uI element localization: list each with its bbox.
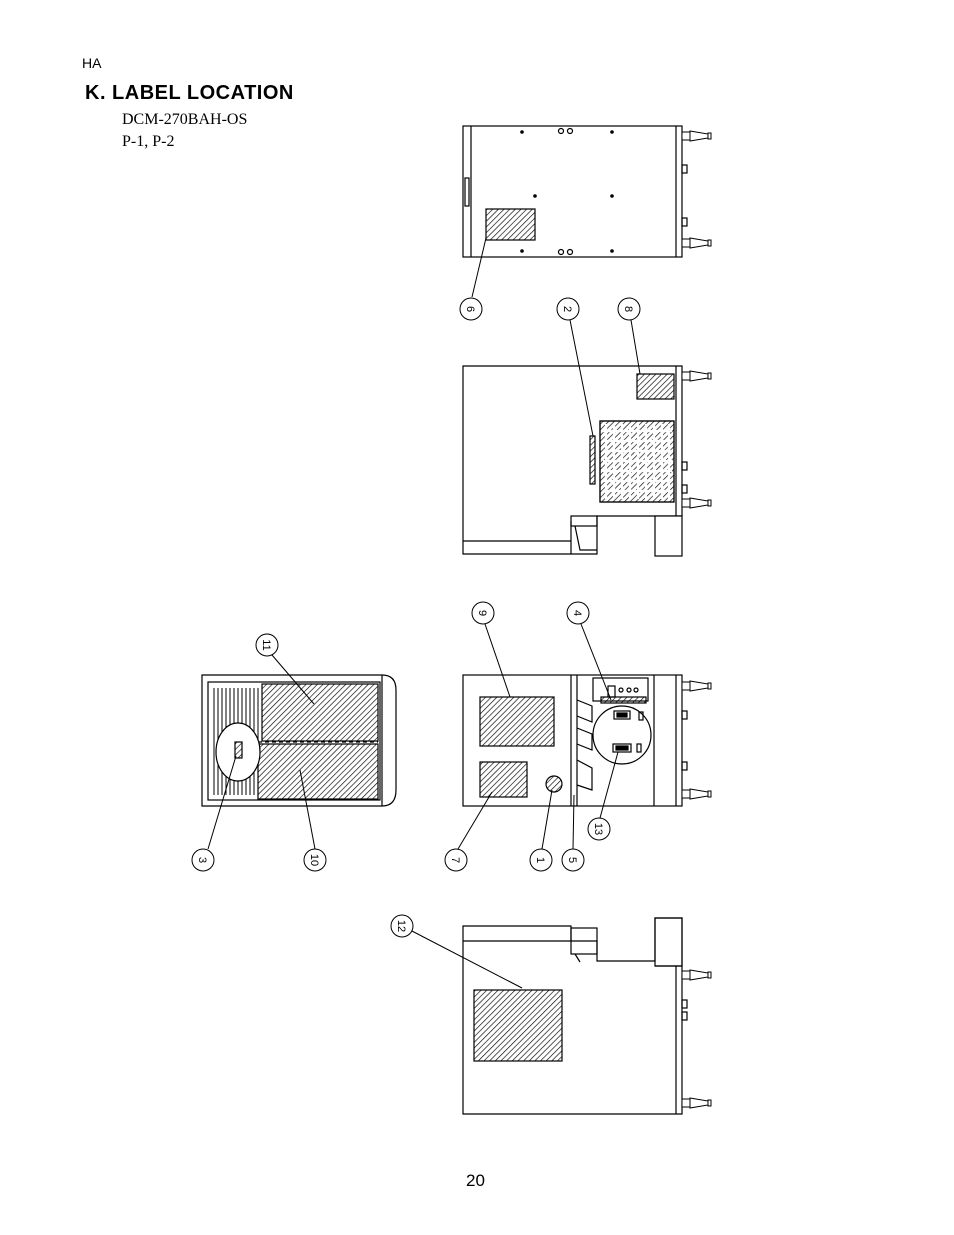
svg-text:1: 1	[534, 857, 546, 863]
callout-10: 10	[303, 848, 327, 872]
callout-1: 1	[529, 848, 553, 872]
callout-3: 3	[191, 848, 215, 872]
svg-text:3: 3	[196, 857, 208, 863]
callout-9: 9	[471, 601, 495, 625]
page-number: 20	[466, 1171, 485, 1190]
rear-view	[201, 674, 397, 807]
svg-text:6: 6	[464, 306, 476, 312]
svg-text:2: 2	[561, 306, 573, 312]
callout-7: 7	[444, 848, 468, 872]
callout-4: 4	[566, 601, 590, 625]
svg-text:8: 8	[622, 306, 634, 312]
callout-11: 11	[255, 633, 279, 657]
leader-lines	[207, 237, 641, 989]
model-variants: P-1, P-2	[122, 133, 175, 150]
callout-12: 12	[390, 914, 414, 938]
front-view	[462, 365, 712, 557]
svg-text:11: 11	[260, 639, 272, 650]
model-name: DCM-270BAH-OS	[122, 111, 248, 128]
callout-5: 5	[561, 848, 585, 872]
svg-text:5: 5	[566, 857, 578, 863]
svg-text:9: 9	[476, 610, 488, 616]
callout-2: 2	[556, 297, 580, 321]
side-view-controls	[462, 674, 712, 807]
svg-text:13: 13	[592, 823, 604, 835]
svg-text:4: 4	[571, 610, 583, 616]
side-view-left	[462, 917, 712, 1115]
svg-text:7: 7	[449, 857, 461, 863]
callout-8: 8	[617, 297, 641, 321]
callouts: 6 2 8 11 9 4 3 10 7 1 5 13 12	[191, 297, 641, 938]
svg-text:12: 12	[395, 920, 407, 932]
top-view	[462, 125, 712, 258]
callout-13: 13	[587, 817, 611, 841]
section-title: K. LABEL LOCATION	[85, 82, 294, 104]
callout-6: 6	[459, 297, 483, 321]
header-code: HA	[82, 55, 102, 71]
model-info: DCM-270BAH-OS P-1, P-2	[122, 109, 247, 153]
svg-text:10: 10	[308, 854, 320, 866]
